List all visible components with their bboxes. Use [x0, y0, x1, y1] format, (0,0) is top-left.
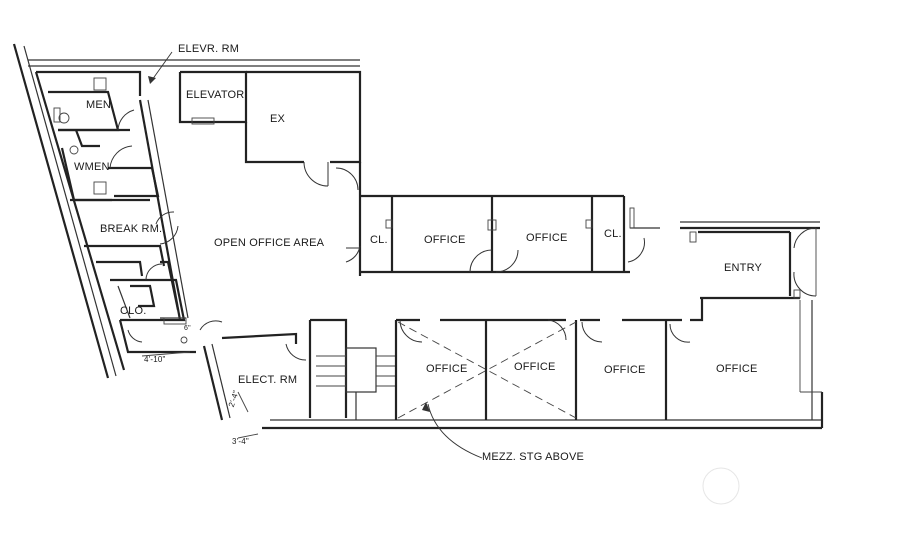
label-elevator: ELEVATOR — [186, 89, 244, 101]
label-open-office-area: OPEN OFFICE AREA — [214, 237, 325, 249]
upper-office-row — [345, 162, 660, 276]
label-clo: CLO. — [120, 305, 146, 317]
label-men: MEN — [86, 99, 111, 111]
label-office-lower-3: OFFICE — [604, 364, 646, 376]
label-office-lower-1: OFFICE — [426, 363, 468, 375]
restroom-core — [36, 51, 223, 354]
exterior-walls — [12, 43, 824, 430]
label-elect-rm: ELECT. RM — [238, 374, 297, 386]
label-break-rm: BREAK RM. — [100, 223, 162, 235]
dim-label-1: 4'-10" — [144, 355, 166, 364]
label-entry: ENTRY — [724, 262, 763, 274]
dim-label-4: 6" — [184, 325, 191, 332]
elevator-block — [178, 70, 362, 191]
entry-area — [680, 221, 820, 300]
label-office-lower-4: OFFICE — [716, 363, 758, 375]
label-office-upper-2: OFFICE — [526, 232, 568, 244]
dimension-marks — [141, 351, 259, 439]
label-office-lower-2: OFFICE — [514, 361, 556, 373]
dim-label-2: 2'-4" — [227, 389, 241, 408]
stamp-circle — [702, 467, 740, 505]
label-ex: EX — [270, 113, 286, 125]
label-closet-left: CL. — [370, 234, 388, 246]
room-labels: ELEVR. RM MEN ELEVATOR EX WMEN BREAK RM.… — [74, 43, 763, 463]
label-wmen: WMEN — [74, 161, 110, 173]
label-mezz-storage: MEZZ. STG ABOVE — [482, 451, 584, 463]
dim-label-3: 3'-4" — [232, 437, 249, 446]
label-closet-right: CL. — [604, 228, 622, 240]
lower-office-row — [221, 298, 704, 459]
dimension-labels: 4'-10" 2'-4" 3'-4" 6" — [144, 325, 249, 446]
label-elevr-rm: ELEVR. RM — [178, 43, 239, 55]
label-office-upper-1: OFFICE — [424, 234, 466, 246]
